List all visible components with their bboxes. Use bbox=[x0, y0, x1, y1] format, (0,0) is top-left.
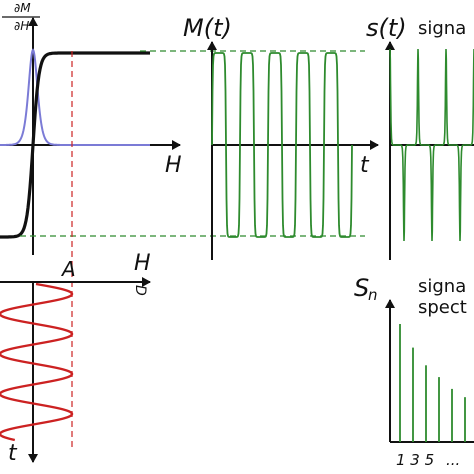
spectrum-title: S bbox=[354, 274, 369, 302]
st-panel: s(t) signa bbox=[366, 14, 474, 260]
derivative-numerator: ∂M bbox=[14, 1, 31, 15]
drive-panel: H D A t bbox=[0, 251, 151, 466]
signal-label: signa bbox=[418, 18, 466, 39]
hd-subscript: D bbox=[132, 285, 148, 296]
mt-time-label: t bbox=[360, 153, 370, 178]
st-title: s(t) bbox=[366, 14, 407, 42]
harmonic-index-labels: 1 3 5 bbox=[396, 451, 434, 469]
spectrum-lines bbox=[399, 324, 466, 442]
drive-waveform bbox=[0, 282, 74, 442]
derivative-curve bbox=[0, 48, 150, 146]
amplitude-label: A bbox=[60, 257, 76, 281]
magnetization-panel: ∂M ∂H H bbox=[0, 1, 182, 255]
guide-lines bbox=[20, 50, 365, 450]
spectrum-title-subscript: n bbox=[368, 286, 378, 304]
mt-title: M(t) bbox=[183, 14, 232, 42]
drive-time-label: t bbox=[8, 441, 18, 466]
mt-panel: M(t) t bbox=[183, 14, 379, 260]
harmonic-ellipsis: ... bbox=[446, 451, 460, 469]
spectrum-panel: S n signa spect 1 3 5 ... bbox=[354, 274, 474, 469]
spectrum-label-line1: signa bbox=[418, 276, 466, 297]
st-waveform bbox=[389, 48, 474, 242]
h-axis-label: H bbox=[165, 153, 182, 178]
spectrum-label-line2: spect bbox=[418, 297, 467, 318]
hd-label: H bbox=[134, 251, 151, 276]
mt-waveform bbox=[211, 52, 353, 238]
derivative-denominator: ∂H bbox=[14, 19, 29, 33]
magnetization-curve bbox=[0, 51, 150, 239]
